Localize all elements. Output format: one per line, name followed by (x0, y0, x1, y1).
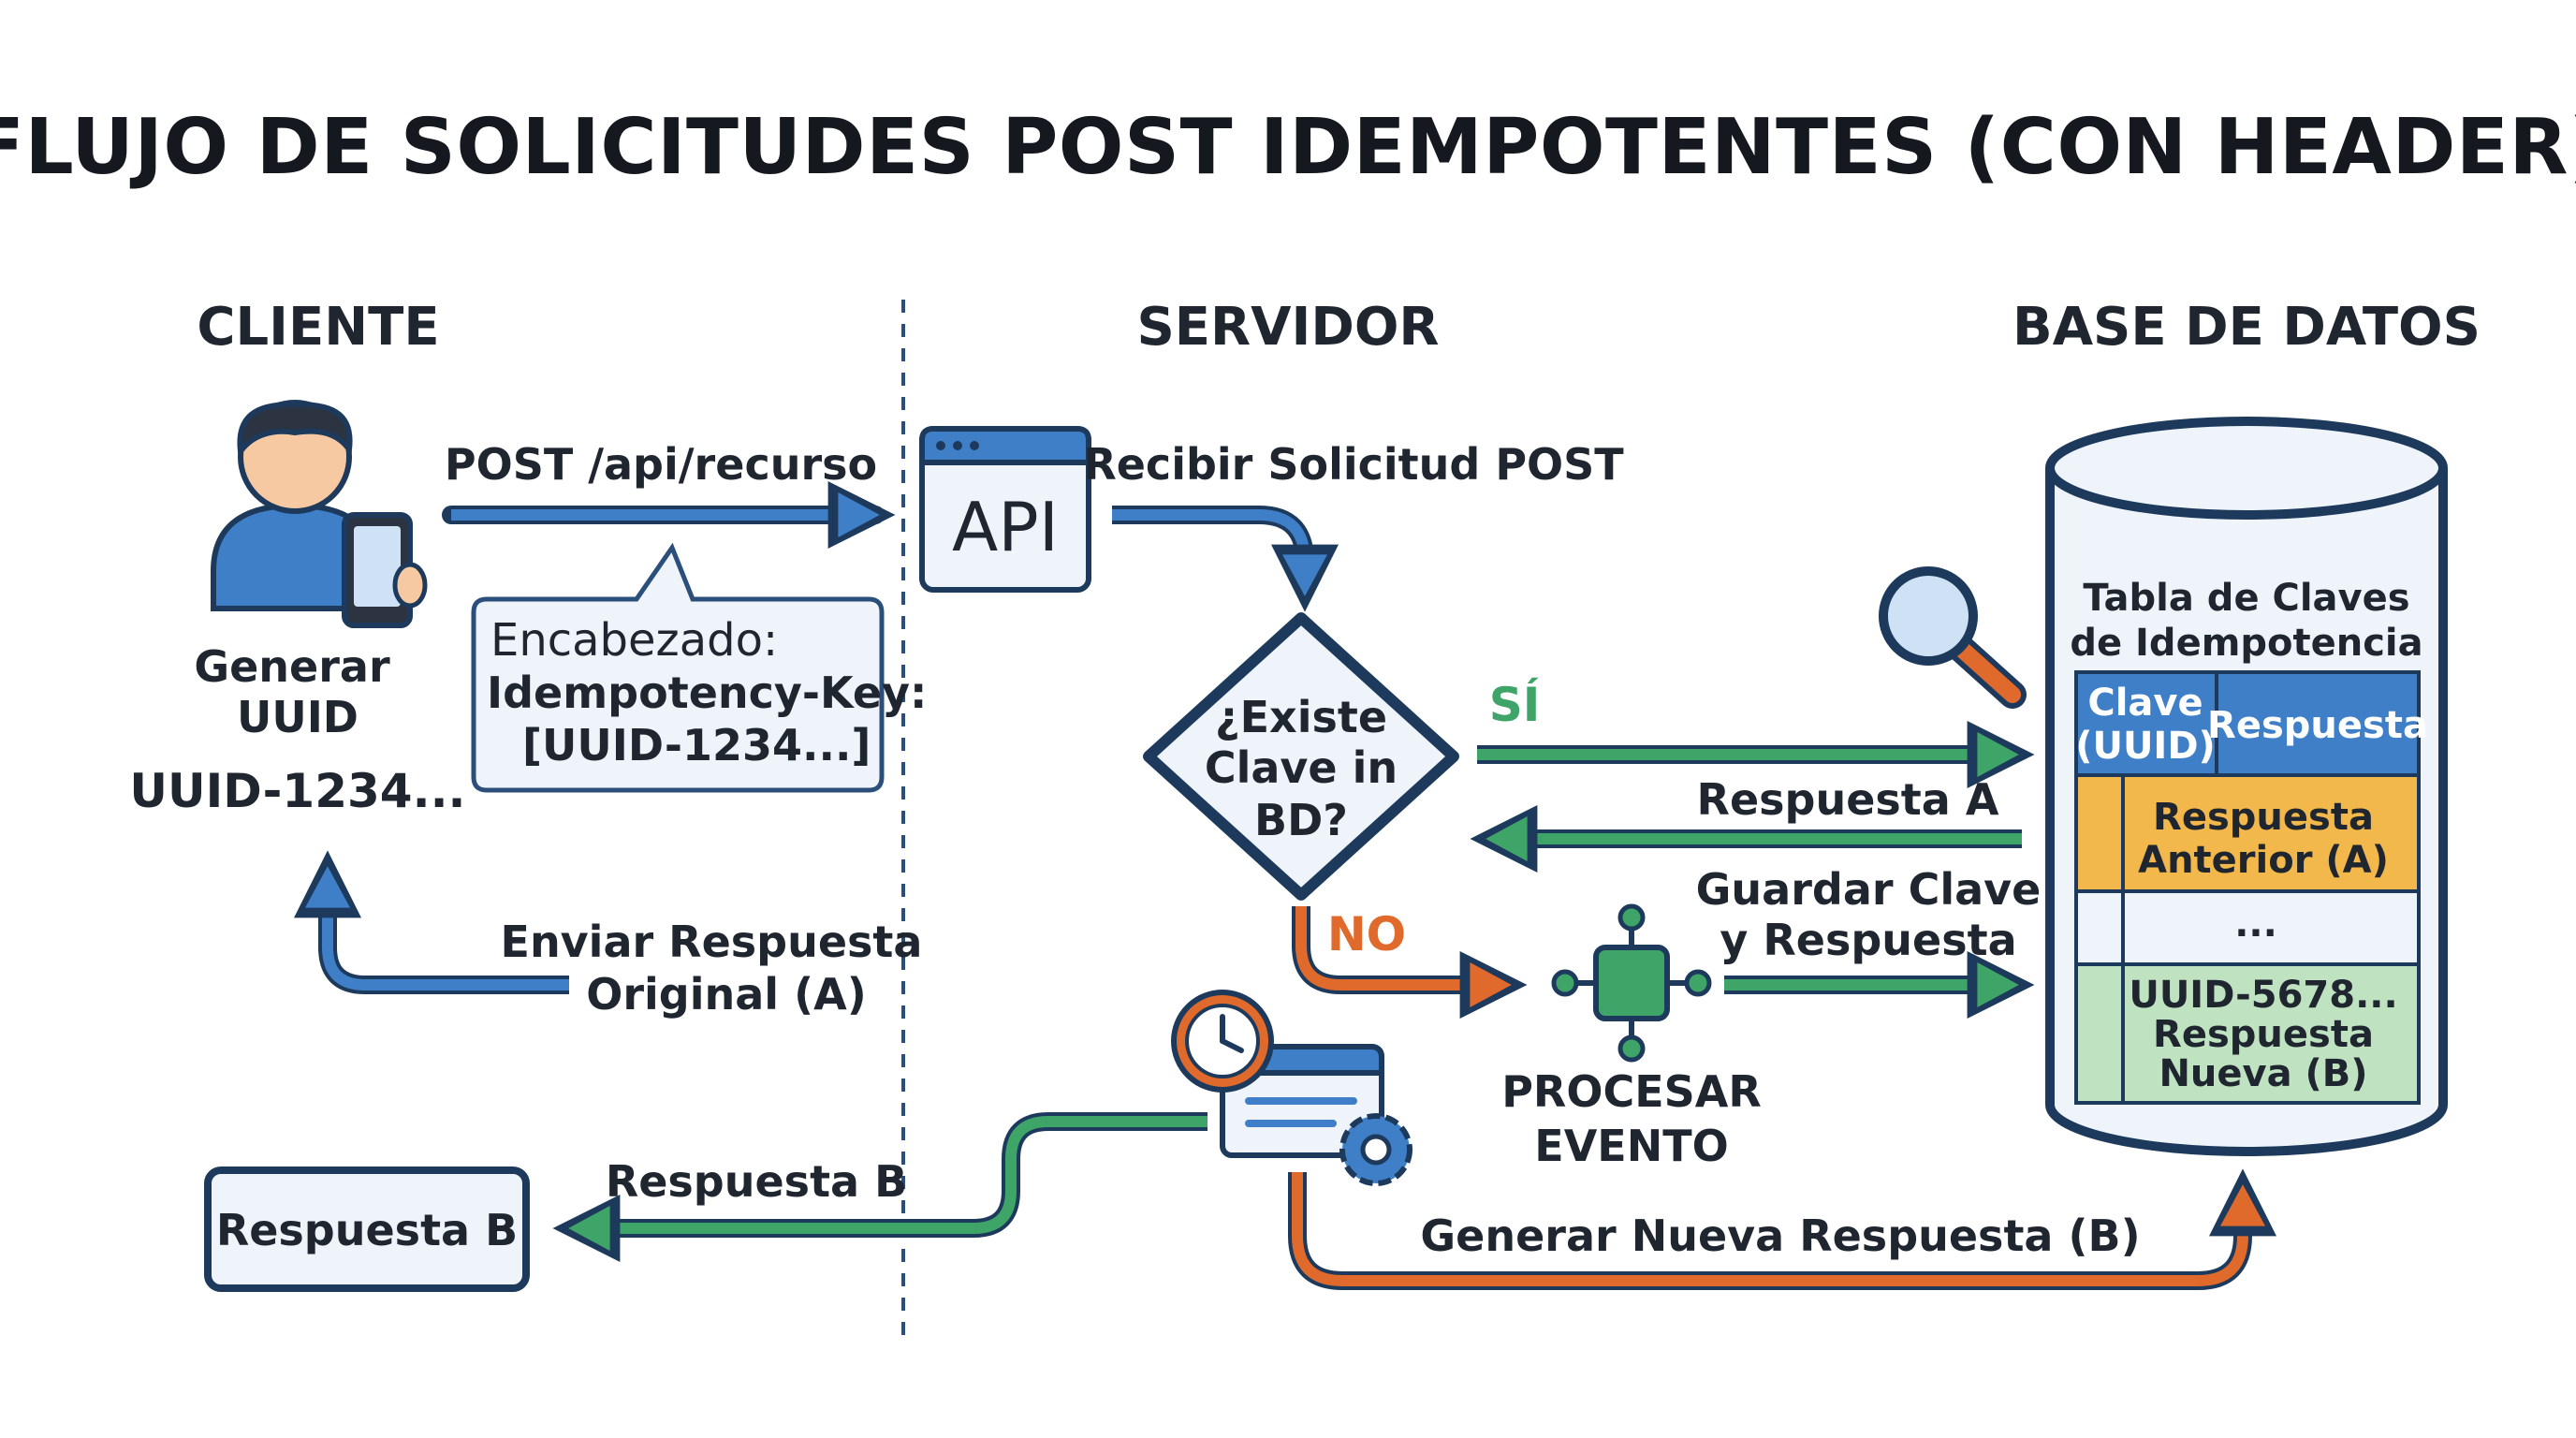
header-line-2: Idempotency-Key: (487, 668, 927, 718)
table-title-2: de Idempotencia (2070, 622, 2422, 665)
decision-line-3: BD? (1254, 795, 1348, 845)
decision-line-2: Clave in (1205, 742, 1398, 793)
decision-diamond (1143, 612, 1459, 901)
send-original-arrow-fill (294, 850, 569, 990)
table-row3-line2: Respuesta (2153, 1013, 2374, 1056)
generate-uuid-label: Generar (194, 641, 390, 692)
clock-settings-icon (1171, 990, 1412, 1186)
process-node-icon (1551, 903, 1712, 1063)
post-request-label: POST /api/recurso (445, 439, 877, 490)
diagram-title: FLUJO DE SOLICITUDES POST IDEMPOTENTES (… (0, 103, 2576, 192)
magnifier-icon (1879, 566, 2027, 709)
column-database: BASE DE DATOS (2012, 297, 2481, 358)
save-label-2: y Respuesta (1720, 915, 2016, 965)
generate-new-label: Generar Nueva Respuesta (B) (1420, 1211, 2140, 1261)
response-b-box-label: Respuesta B (216, 1205, 518, 1255)
generate-new-arrow-fill (1292, 1168, 2276, 1286)
process-label-1: PROCESAR (1501, 1066, 1762, 1117)
response-b-box (204, 1167, 530, 1292)
receive-arrow-fill (1112, 509, 1339, 612)
table-row1-line2: Anterior (A) (2138, 839, 2389, 882)
idempotency-table (2074, 670, 2421, 1105)
process-label-2: EVENTO (1534, 1121, 1728, 1171)
response-b-label: Respuesta B (606, 1156, 907, 1207)
user-with-phone-icon (211, 400, 428, 628)
column-server: SERVIDOR (1136, 297, 1439, 358)
table-col-response: Respuesta (2207, 704, 2428, 747)
client-uuid-value: UUID-1234... (129, 764, 465, 818)
send-original-label-1: Enviar Respuesta (501, 917, 923, 967)
response-a-label: Respuesta A (1697, 774, 1999, 825)
response-b-arrow-fill (552, 1116, 1208, 1262)
decision-line-1: ¿Existe (1215, 692, 1387, 742)
api-label: API (952, 488, 1059, 566)
api-window-icon (919, 426, 1091, 593)
no-arrow-fill (1295, 906, 1528, 1019)
table-row3-line3: Nueva (B) (2159, 1052, 2367, 1095)
save-label-1: Guardar Clave (1696, 864, 2042, 915)
column-client: CLIENTE (197, 297, 439, 358)
table-row3-line1: UUID-5678... (2129, 974, 2397, 1017)
header-callout (471, 542, 885, 793)
table-row1-line1: Respuesta (2153, 796, 2374, 839)
receive-arrow (1112, 506, 1314, 592)
send-original-label-2: Original (A) (586, 969, 866, 1020)
generate-uuid-label-2: UUID (237, 692, 359, 742)
header-line-3: [UUID-1234...] (522, 720, 871, 770)
no-label: NO (1327, 907, 1406, 961)
table-title-1: Tabla de Claves (2083, 577, 2409, 620)
table-col-key-2: (UUID) (2075, 725, 2216, 768)
table-col-key-1: Clave (2087, 682, 2203, 725)
header-line-1: Encabezado: (490, 614, 778, 667)
receive-post-label: Recibir Solicitud POST (1083, 439, 1624, 490)
yes-label: SÍ (1489, 677, 1541, 732)
table-row2: ... (2234, 902, 2277, 946)
